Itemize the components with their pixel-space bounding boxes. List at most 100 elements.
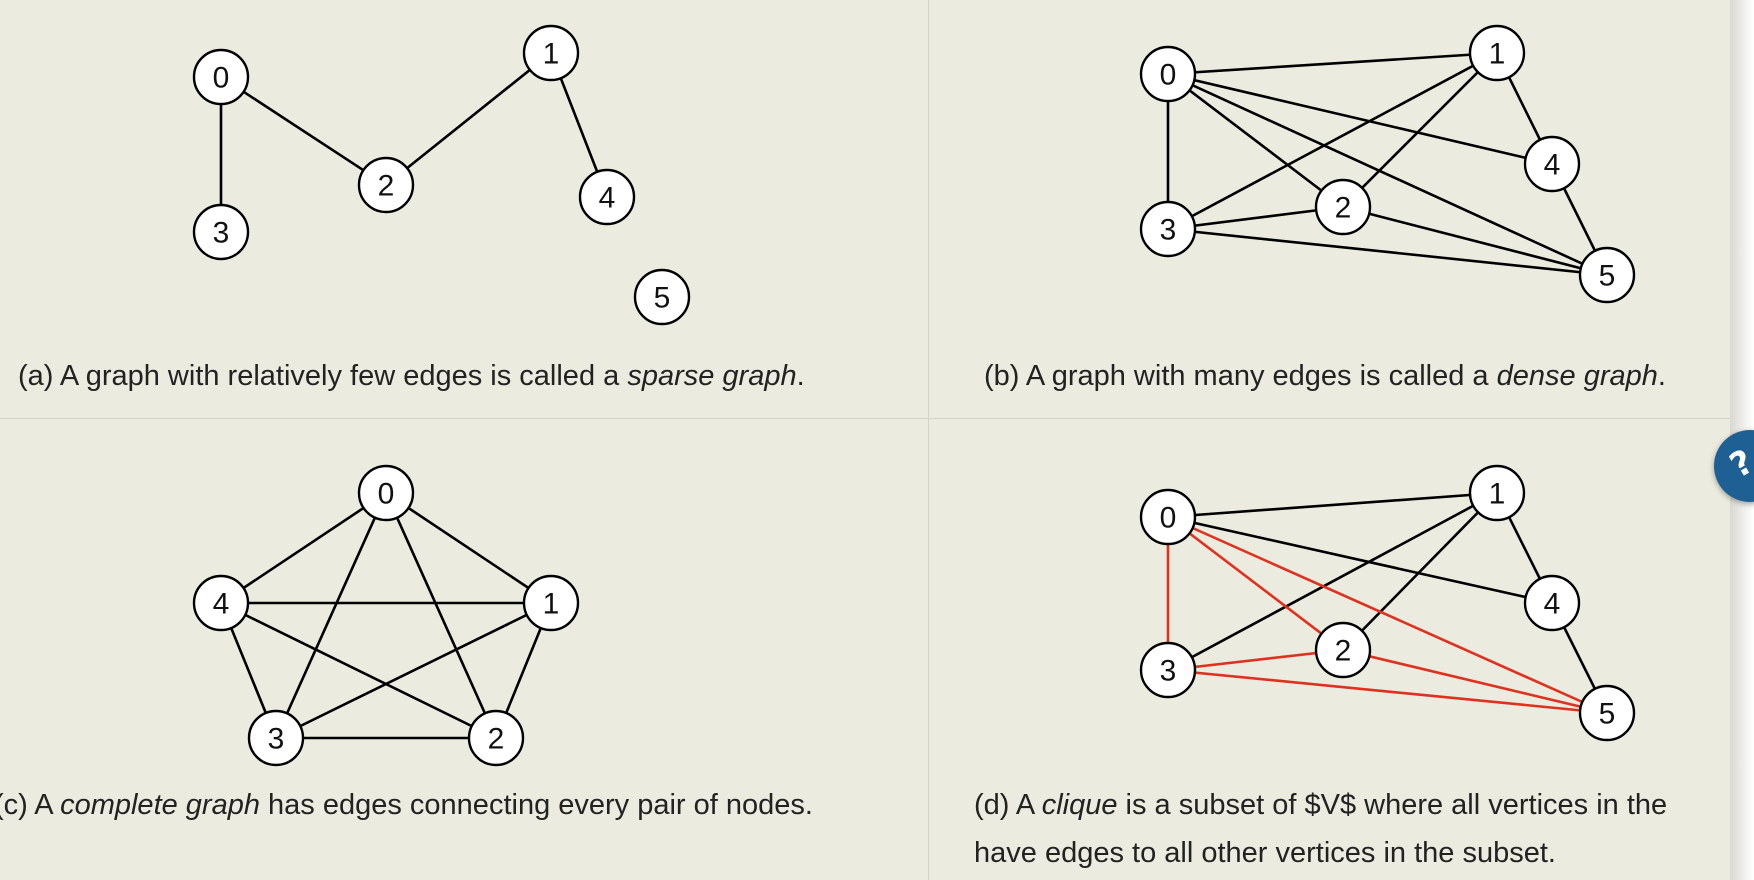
node-circle <box>357 464 415 522</box>
node-3: 3 <box>247 709 305 767</box>
caption-term: complete graph <box>60 789 260 821</box>
node-4: 4 <box>1523 574 1581 632</box>
clique-graph-diagram: 0 1 2 3 4 5 <box>1139 464 1636 742</box>
edge-4-2 <box>219 601 498 740</box>
caption-suffix: is a subset of $V$ where all vertices in… <box>1117 789 1668 821</box>
caption-clique: (d) A clique is a subset of $V$ where al… <box>974 781 1667 877</box>
node-2: 2 <box>467 709 525 767</box>
node-0: 0 <box>1139 45 1197 103</box>
caption-suffix: . <box>1657 360 1666 392</box>
clique-edge-0-5 <box>1166 515 1609 715</box>
node-circle <box>1139 200 1197 258</box>
help-icon: ? <box>1723 441 1754 487</box>
edge-1-3 <box>1166 51 1499 231</box>
node-4: 4 <box>192 574 250 632</box>
node-circle <box>1139 641 1197 699</box>
node-circle <box>522 24 580 82</box>
node-0: 0 <box>1139 488 1197 546</box>
node-label: 0 <box>213 62 230 95</box>
caption-term: sparse graph <box>627 360 797 392</box>
caption-line-2: have edges to all other vertices in the … <box>974 837 1556 869</box>
node-label: 4 <box>599 182 616 215</box>
node-circle <box>1523 574 1581 632</box>
caption-suffix: has edges connecting every pair of nodes… <box>259 789 813 821</box>
node-label: 0 <box>378 478 395 511</box>
node-4: 4 <box>1523 135 1581 193</box>
node-1: 1 <box>1468 464 1526 522</box>
vertical-divider <box>928 0 929 880</box>
node-label: 3 <box>1160 655 1177 688</box>
node-label: 2 <box>488 723 505 756</box>
node-3: 3 <box>1139 200 1197 258</box>
edge-0-2 <box>384 491 498 740</box>
node-label: 4 <box>213 588 230 621</box>
caption-complete-graph: (c) A complete graph has edges connectin… <box>0 781 813 829</box>
node-circle <box>1578 246 1636 304</box>
node-label: 5 <box>1599 698 1616 731</box>
node-5: 5 <box>1578 246 1636 304</box>
caption-prefix: (d) A <box>974 789 1042 821</box>
node-label: 0 <box>1160 59 1177 92</box>
edge-2-5 <box>1341 205 1609 277</box>
dense-graph-diagram: 0 1 2 3 4 5 <box>1139 24 1636 304</box>
node-label: 4 <box>1544 588 1561 621</box>
node-label: 4 <box>1544 149 1561 182</box>
node-circle <box>578 168 636 226</box>
node-label: 3 <box>213 217 230 250</box>
caption-prefix: (a) A graph with relatively few edges is… <box>18 360 628 392</box>
node-circle <box>357 156 415 214</box>
edge-1-3 <box>1166 491 1499 672</box>
edge-0-1 <box>1166 51 1499 76</box>
clique-edge-3-5 <box>1166 668 1609 715</box>
node-1: 1 <box>1468 24 1526 82</box>
node-3: 3 <box>192 203 250 261</box>
node-5: 5 <box>633 268 691 326</box>
node-3: 3 <box>1139 641 1197 699</box>
edge-0-3 <box>274 491 388 740</box>
node-label: 1 <box>543 38 560 71</box>
horizontal-divider <box>0 418 1730 419</box>
node-circle <box>247 709 305 767</box>
node-circle <box>1314 178 1372 236</box>
node-0: 0 <box>357 464 415 522</box>
node-circle <box>192 48 250 106</box>
node-label: 1 <box>543 588 560 621</box>
node-circle <box>1468 464 1526 522</box>
node-label: 2 <box>378 170 395 203</box>
node-circle <box>1139 488 1197 546</box>
node-2: 2 <box>357 156 415 214</box>
node-circle <box>1314 621 1372 679</box>
clique-edge-0-2 <box>1166 515 1345 652</box>
edge-1-2 <box>1341 51 1499 209</box>
node-0: 0 <box>192 48 250 106</box>
edge-1-3 <box>274 601 553 740</box>
edge-2-1 <box>384 51 553 187</box>
node-label: 3 <box>268 723 285 756</box>
edge-3-2 <box>1166 205 1345 231</box>
caption-term: clique <box>1041 789 1118 821</box>
node-circle <box>1523 135 1581 193</box>
sparse-graph-diagram: 0 1 2 3 4 5 <box>192 24 691 326</box>
edge-0-5 <box>1166 72 1609 277</box>
node-label: 3 <box>1160 214 1177 247</box>
clique-edge-2-5 <box>1341 648 1609 715</box>
node-label: 2 <box>1335 635 1352 668</box>
caption-suffix: . <box>796 360 805 392</box>
node-1: 1 <box>522 574 580 632</box>
clique-edge-3-2 <box>1166 648 1345 672</box>
node-label: 2 <box>1335 192 1352 225</box>
edge-0-4 <box>219 491 388 605</box>
node-4: 4 <box>578 168 636 226</box>
node-circle <box>1578 684 1636 742</box>
edge-0-4 <box>1166 515 1554 605</box>
caption-sparse-graph: (a) A graph with relatively few edges is… <box>18 352 805 400</box>
node-1: 1 <box>522 24 580 82</box>
node-2: 2 <box>1314 178 1372 236</box>
node-circle <box>1468 24 1526 82</box>
edge-3-5 <box>1166 227 1609 277</box>
node-label: 5 <box>654 282 671 315</box>
node-2: 2 <box>1314 621 1372 679</box>
node-5: 5 <box>1578 684 1636 742</box>
edge-0-4 <box>1166 72 1554 166</box>
caption-prefix: (c) A <box>0 789 61 821</box>
